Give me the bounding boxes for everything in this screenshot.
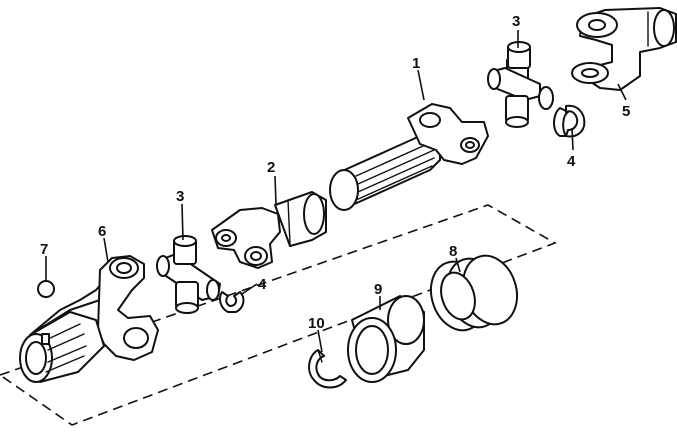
callout-7: 7 <box>40 241 48 258</box>
part-8-spring <box>430 254 518 332</box>
callout-10: 10 <box>308 315 325 332</box>
part-9-sleeve <box>347 295 425 383</box>
leader-lines <box>45 30 627 353</box>
part-10-snap-ring <box>308 349 347 389</box>
callout-3-lower: 3 <box>176 188 184 205</box>
part-6-splined-yoke <box>19 255 159 383</box>
callout-1: 1 <box>412 55 420 72</box>
dashed-group-outline <box>0 204 557 426</box>
part-3-cross-bearing-lower <box>156 235 221 314</box>
part-4-snap-ring-lower <box>219 291 245 313</box>
part-5-slip-yoke <box>571 7 677 91</box>
part-4-snap-ring-top <box>553 104 586 138</box>
part-2-tube-yoke <box>211 191 327 269</box>
callout-8: 8 <box>449 243 457 260</box>
callout-2: 2 <box>267 159 275 176</box>
callout-4-lower: 4 <box>258 276 267 293</box>
callout-3-top: 3 <box>512 13 520 30</box>
callout-5: 5 <box>622 103 630 120</box>
part-7-ball <box>37 280 55 298</box>
part-3-cross-bearing-top <box>487 41 554 128</box>
callout-4-top: 4 <box>567 153 576 170</box>
part-1-splined-shaft-yoke <box>329 103 489 211</box>
callout-6: 6 <box>98 223 106 240</box>
callout-9: 9 <box>374 281 382 298</box>
